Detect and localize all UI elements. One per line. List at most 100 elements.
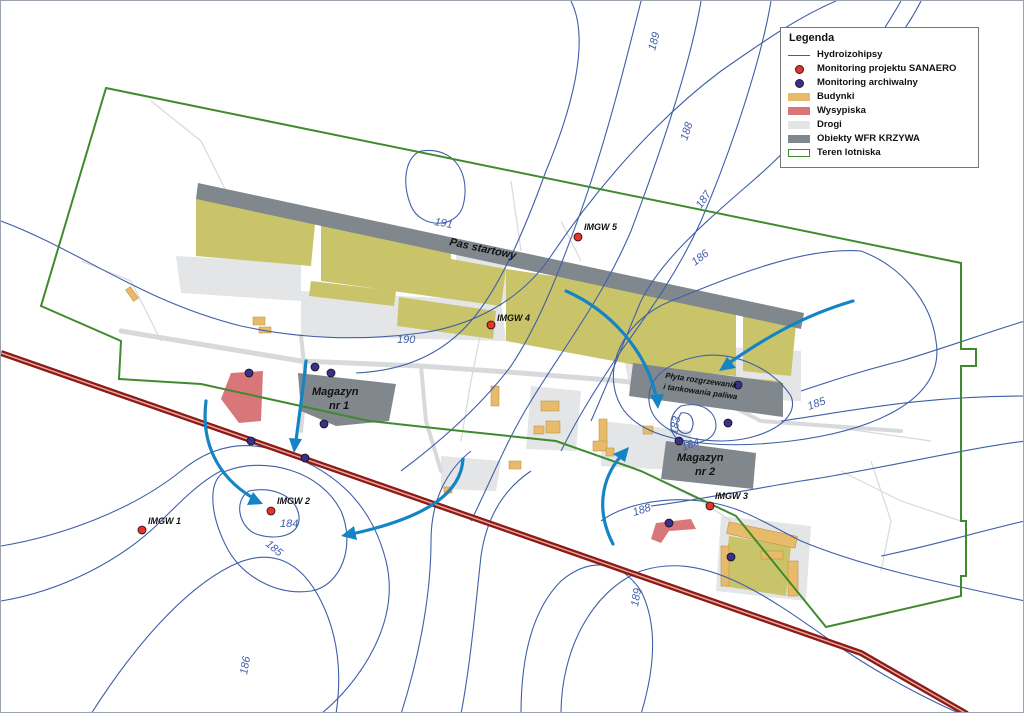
- road-south: [419, 364, 443, 473]
- road-thin-7: [460, 330, 482, 442]
- legend-dump-swatch: [787, 106, 811, 116]
- legend-item-archival: Monitoring archiwalny: [787, 76, 972, 90]
- grass-strip-1: [309, 281, 396, 306]
- contour-186-sw: [1, 444, 390, 712]
- building: [592, 440, 608, 452]
- legend-item-label: Monitoring archiwalny: [817, 77, 918, 88]
- railway-center: [1, 352, 966, 712]
- contour-190-sw: [460, 470, 532, 712]
- dump-south: [651, 519, 696, 543]
- magazyn-2: [661, 441, 756, 489]
- arrow-head: [719, 357, 736, 371]
- building: [508, 460, 522, 470]
- contour-label: 187: [694, 188, 715, 211]
- heating-fuel-pad: [629, 363, 783, 417]
- contour-label: 186: [238, 654, 253, 675]
- contour-labels: 191 190 189 188 187 186 185 184 183 184 …: [238, 31, 828, 676]
- building: [125, 286, 139, 302]
- contour-east-3: [880, 520, 1023, 557]
- archival-monitoring-point: [726, 552, 736, 562]
- sanaero-well-imgw-4: [486, 320, 496, 330]
- flow-arrows: [203, 289, 855, 546]
- legend-item-buildings: Budynki: [787, 90, 972, 104]
- legend-item-hydroisohypses: Hydroizohipsy: [787, 48, 972, 62]
- archival-monitoring: [244, 362, 743, 562]
- contour-label: 183: [668, 414, 683, 435]
- legend-item-label: Drogi: [817, 119, 842, 130]
- contour-label: 185: [806, 395, 828, 413]
- arrow-head: [341, 526, 357, 540]
- legend-blue-dot-symbol: [787, 78, 811, 88]
- legend-title: Legenda: [789, 32, 835, 44]
- well-label-imgw-5: IMGW 5: [584, 222, 618, 232]
- road-thin-1: [150, 100, 232, 202]
- flow-arrow: [354, 457, 465, 535]
- contour-label: 189: [629, 587, 644, 607]
- legend-line-symbol: [787, 50, 811, 60]
- well-label-imgw-2: IMGW 2: [277, 496, 310, 506]
- legend-item-label: Teren lotniska: [817, 147, 881, 158]
- legend-item-airport: Teren lotniska: [787, 146, 972, 160]
- contour-label: 184: [280, 518, 298, 530]
- contour-184-loop-sw: [239, 489, 300, 538]
- contour-189-a: [400, 1, 642, 472]
- sanaero-well-imgw-5: [573, 232, 583, 242]
- contour-189-south: [560, 565, 958, 712]
- archival-monitoring-point: [733, 380, 743, 390]
- archival-monitoring-point: [319, 419, 329, 429]
- contour-label: 190: [397, 334, 416, 346]
- magazyn-2-label-nr: nr 2: [695, 466, 715, 478]
- archival-monitoring-point: [723, 418, 733, 428]
- wfr-objects-layer: [196, 183, 804, 489]
- contour-label: 184: [680, 436, 701, 454]
- road-thin-8: [780, 420, 932, 442]
- archival-monitoring-point: [310, 362, 320, 372]
- building: [533, 425, 545, 435]
- legend-item-roads: Drogi: [787, 118, 972, 132]
- contour-188: [470, 1, 702, 522]
- magazyn-1-label-nr: nr 1: [329, 400, 349, 412]
- runway: [196, 183, 804, 329]
- legend-item-dumps: Wysypiska: [787, 104, 972, 118]
- legend-item-label: Budynki: [817, 91, 855, 102]
- magazyn-1-label: Magazyn: [312, 386, 359, 398]
- contour-189-north: [355, 1, 580, 374]
- building: [545, 420, 561, 434]
- arrow-head: [247, 492, 263, 505]
- legend-road-swatch: [787, 120, 811, 130]
- archival-monitoring-point: [300, 453, 310, 463]
- flow-arrow: [203, 399, 255, 500]
- contour-187-sw: [1, 470, 222, 602]
- dumps-layer: [221, 371, 696, 543]
- contour-188-south: [600, 499, 1023, 602]
- contour-label: 186: [689, 247, 712, 268]
- legend-item-label: Wysypiska: [817, 105, 866, 116]
- arrow-head: [289, 438, 302, 453]
- legend-item-sanaero: Monitoring projektu SANAERO: [787, 62, 972, 76]
- well-label-imgw-3: IMGW 3: [715, 491, 748, 501]
- road-thin-6: [870, 460, 892, 572]
- building: [252, 316, 266, 326]
- archival-monitoring-point: [674, 436, 684, 446]
- contour-184-loop: [670, 404, 717, 444]
- well-label-imgw-4: IMGW 4: [497, 313, 530, 323]
- building: [726, 521, 798, 549]
- contour-label: 191: [433, 216, 453, 231]
- archival-monitoring-point: [244, 368, 254, 378]
- building: [720, 545, 730, 587]
- paved-area-mid: [526, 386, 581, 451]
- contour-189-sw: [520, 564, 654, 712]
- contour-east-2: [800, 321, 1023, 392]
- magazyn-2-label: Magazyn: [677, 452, 724, 464]
- archival-monitoring-point: [664, 518, 674, 528]
- dump-west: [221, 371, 263, 423]
- legend-red-dot-symbol: [787, 64, 811, 74]
- building: [605, 447, 615, 457]
- paved-area-west: [176, 256, 301, 301]
- flow-arrow: [727, 299, 855, 365]
- flow-arrow: [601, 454, 623, 546]
- road-thin-4: [560, 220, 582, 262]
- arrow-head: [650, 394, 664, 409]
- sanaero-well-imgw-1: [137, 525, 147, 535]
